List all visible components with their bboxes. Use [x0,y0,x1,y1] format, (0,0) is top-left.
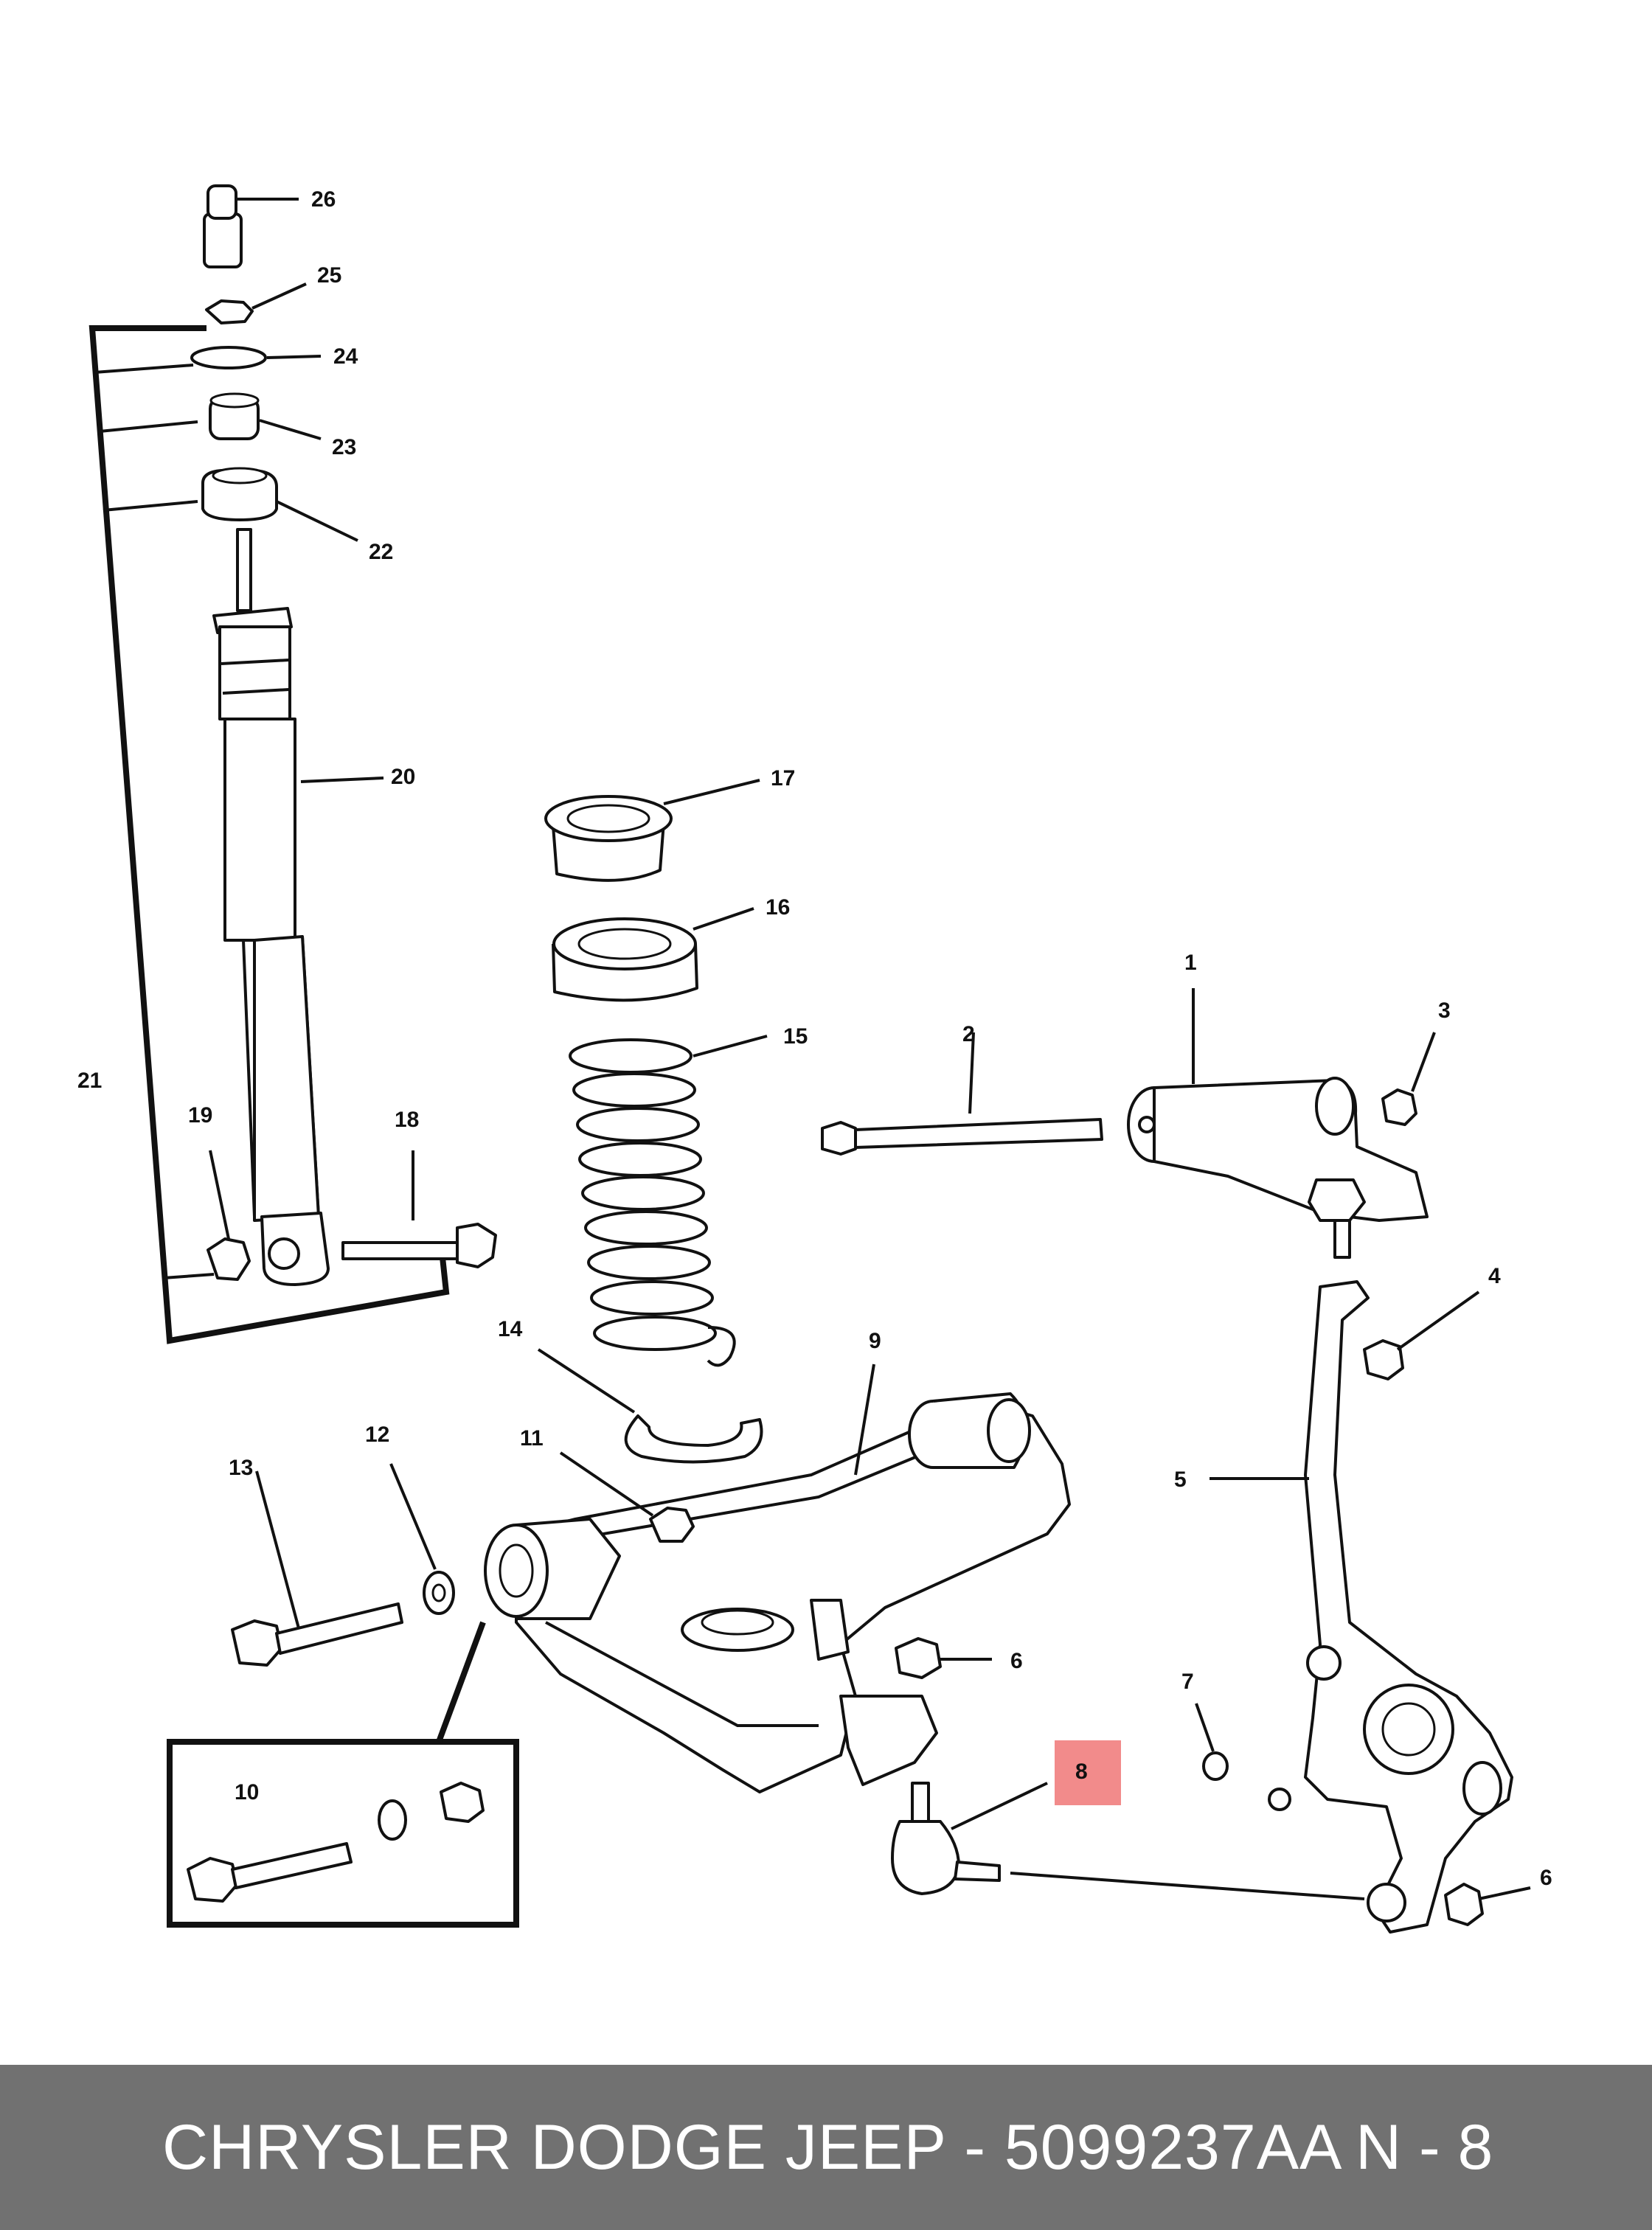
callout-3: 3 [1438,998,1451,1023]
part-25-nut [205,282,307,324]
part-6-nut-upper [895,1637,992,1679]
part-20-shock-absorber [212,528,384,1286]
callout-6-upper: 6 [1010,1649,1023,1673]
part-6-nut-lower [1444,1883,1531,1926]
part-17-spring-isolator [544,779,760,882]
part-22-upper-mount [201,467,358,542]
part-16-spring-seat [552,907,754,1002]
part-8-highlight [1055,1740,1121,1805]
callout-6-lower: 6 [1540,1866,1552,1890]
callout-8: 8 [1075,1760,1088,1784]
part-11-nut [559,1451,695,1543]
part-10-kit [167,1621,519,1928]
part-18-bolt [341,1150,497,1268]
callout-14: 14 [498,1317,523,1341]
callout-18: 18 [395,1108,419,1132]
callout-9: 9 [869,1329,881,1353]
part-26-bump-stop [203,184,299,268]
callout-25: 25 [317,263,341,288]
part-19-nut [206,1150,251,1281]
callout-24: 24 [333,344,358,369]
part-3-nut [1381,1032,1436,1126]
caption-bar: CHRYSLER DODGE JEEP - 5099237AA N - 8 [0,2065,1652,2230]
caption-title: CHRYSLER DODGE JEEP - 5099237AA [162,2112,1343,2183]
callout-23: 23 [332,435,356,459]
callout-10: 10 [235,1780,259,1805]
caption-code: N - 8 [1356,2112,1493,2183]
part-2-bolt [821,1032,1103,1156]
callout-15: 15 [783,1024,808,1049]
part-7-bushing [1195,1703,1229,1781]
callout-4: 4 [1488,1264,1501,1288]
callout-11: 11 [520,1426,544,1451]
part-1-upper-control-arm [1127,988,1429,1259]
callout-17: 17 [771,766,795,791]
callout-22: 22 [369,540,393,564]
callout-1: 1 [1184,951,1197,975]
part-23-bushing [209,392,322,440]
part-13-bolt [231,1470,403,1667]
callout-7: 7 [1181,1670,1194,1694]
part-5-steering-knuckle [1210,1280,1513,1934]
part-4-nut [1363,1291,1480,1380]
part-9-lower-control-arm [484,1364,1071,1793]
part-12-washer [389,1463,455,1615]
part-14-isolator [537,1348,763,1464]
callout-13: 13 [229,1456,253,1480]
part-8-ball-joint [891,1782,1365,1900]
callout-16: 16 [766,895,790,920]
part-24-washer [190,346,322,369]
callout-2: 2 [962,1022,975,1046]
suspension-exploded-diagram: 26 25 24 23 22 20 21 19 18 17 16 15 14 9… [77,184,1552,1934]
callout-20: 20 [391,765,415,789]
part-15-coil-spring [569,1035,768,1367]
callout-5: 5 [1174,1467,1187,1492]
callout-21: 21 [77,1069,102,1093]
bracket-21 [88,325,450,1344]
callout-19: 19 [188,1103,212,1128]
callout-12: 12 [365,1423,389,1447]
callout-26: 26 [311,187,336,212]
